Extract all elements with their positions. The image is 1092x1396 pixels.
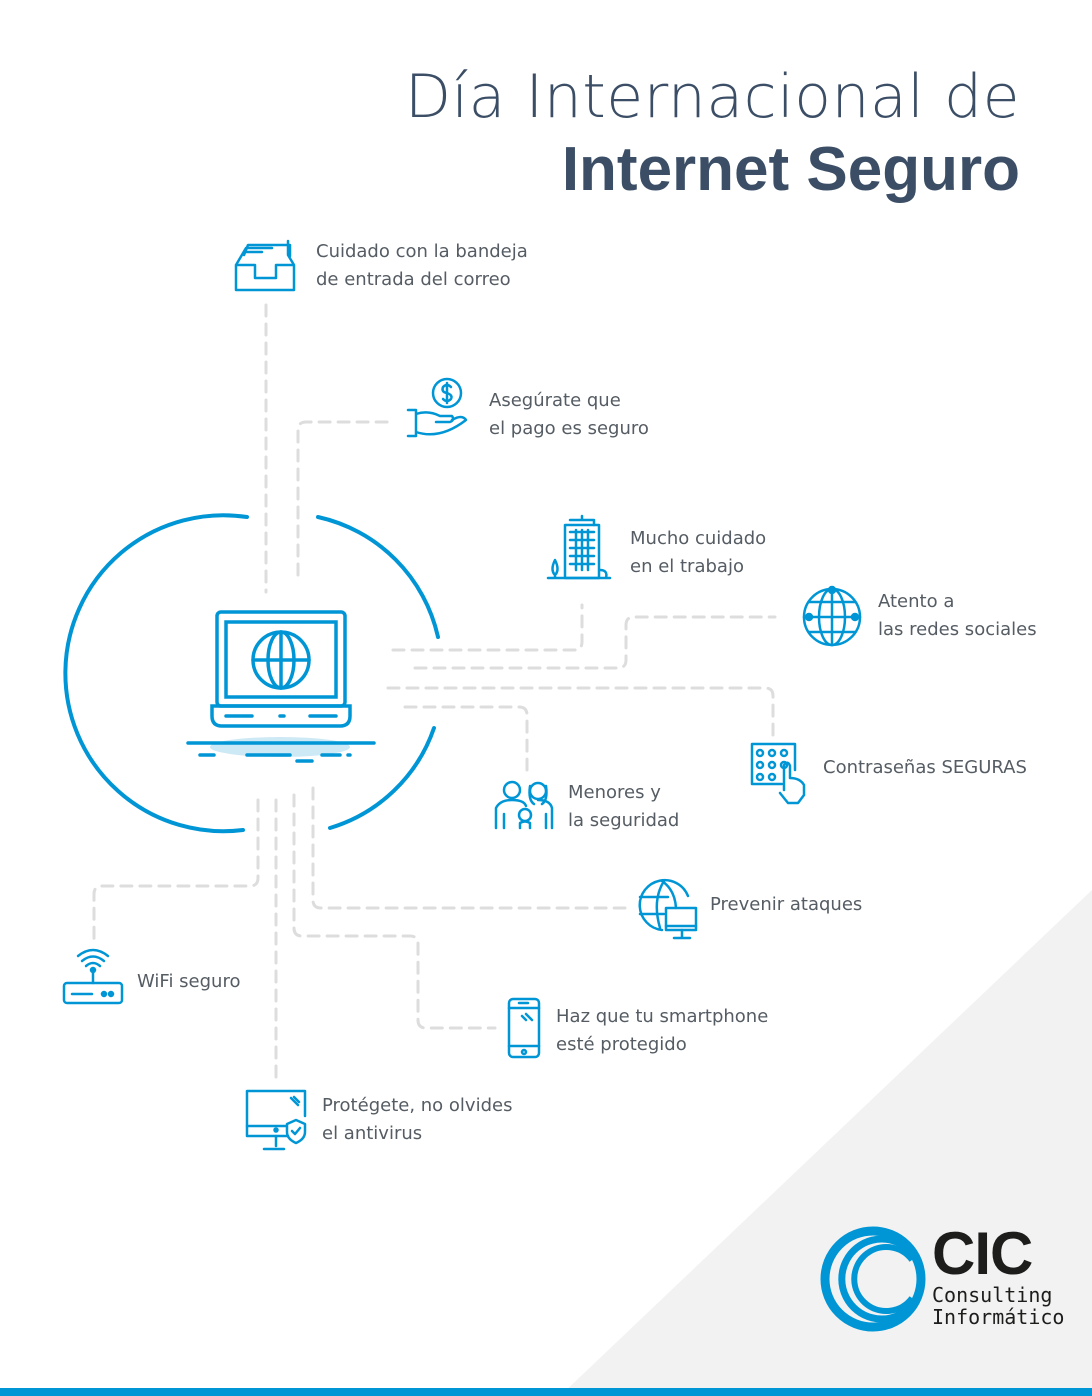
tip-payment: Asegúrate que el pago es seguro [489, 387, 649, 443]
logo-line-2: Informático [932, 1305, 1065, 1329]
cic-logo: CIC Consulting Informático [932, 1220, 1065, 1329]
tip-smartphone: Haz que tu smartphone esté protegido [556, 1003, 768, 1059]
tip-line: esté protegido [556, 1034, 687, 1055]
tip-wifi: WiFi seguro [137, 968, 240, 996]
connector-work [391, 603, 584, 652]
tip-passwords: Contraseñas SEGURAS [823, 754, 1027, 782]
tip-antivirus: Protégete, no olvides el antivirus [322, 1092, 512, 1148]
tip-line: Asegúrate que [489, 390, 621, 411]
tip-line: Prevenir ataques [710, 894, 863, 915]
connector-smartphone [292, 793, 497, 1030]
tip-line: de entrada del correo [316, 269, 511, 290]
connector-payment [296, 420, 392, 577]
inbox-icon [234, 239, 296, 292]
tip-line: las redes sociales [878, 619, 1037, 640]
smartphone-icon [507, 997, 541, 1059]
connector-passwords [386, 686, 775, 737]
background-triangle [560, 890, 1092, 1396]
tip-line: WiFi seguro [137, 971, 241, 992]
logo-line-1: Consulting [932, 1283, 1053, 1307]
tip-line: la seguridad [568, 810, 680, 831]
tip-line: Mucho cuidado [630, 528, 767, 549]
tip-line: Haz que tu smartphone [556, 1006, 769, 1027]
connector-minors [403, 705, 529, 772]
tip-inbox: Cuidado con la bandeja de entrada del cor… [316, 238, 528, 294]
title-line-2: Internet Seguro [561, 135, 1020, 204]
tip-line: Atento a [878, 591, 955, 612]
tip-line: Protégete, no olvides [322, 1095, 513, 1116]
tip-line: el pago es seguro [489, 418, 649, 439]
tip-work: Mucho cuidado en el trabajo [630, 525, 766, 581]
tip-minors: Menores y la seguridad [568, 779, 679, 835]
connector-attacks [311, 786, 627, 910]
connector-lines [92, 303, 777, 1087]
cic-logo-mark [820, 1226, 926, 1332]
title-line-1: Día Internacional de [404, 62, 1020, 132]
office-building-icon [546, 514, 612, 580]
globe-network-icon [802, 585, 862, 647]
tip-line: el antivirus [322, 1123, 423, 1144]
bottom-accent-strip [0, 1388, 1092, 1396]
connector-social [413, 615, 777, 670]
logo-name: CIC [932, 1220, 1033, 1287]
tip-attacks: Prevenir ataques [710, 891, 862, 919]
tip-line: en el trabajo [630, 556, 744, 577]
laptop-globe-icon [186, 610, 376, 763]
connector-wifi [92, 798, 260, 942]
family-icon [494, 780, 554, 830]
payment-hand-icon [406, 377, 468, 438]
keypad-icon [750, 742, 806, 805]
router-wifi-icon [62, 948, 124, 1005]
monitor-shield-icon [245, 1089, 307, 1151]
tip-line: Cuidado con la bandeja [316, 241, 528, 262]
tip-line: Contraseñas SEGURAS [823, 757, 1027, 778]
globe-monitor-icon [638, 878, 698, 940]
tip-social: Atento a las redes sociales [878, 588, 1037, 644]
center-circle [63, 513, 440, 834]
tip-line: Menores y [568, 782, 661, 803]
